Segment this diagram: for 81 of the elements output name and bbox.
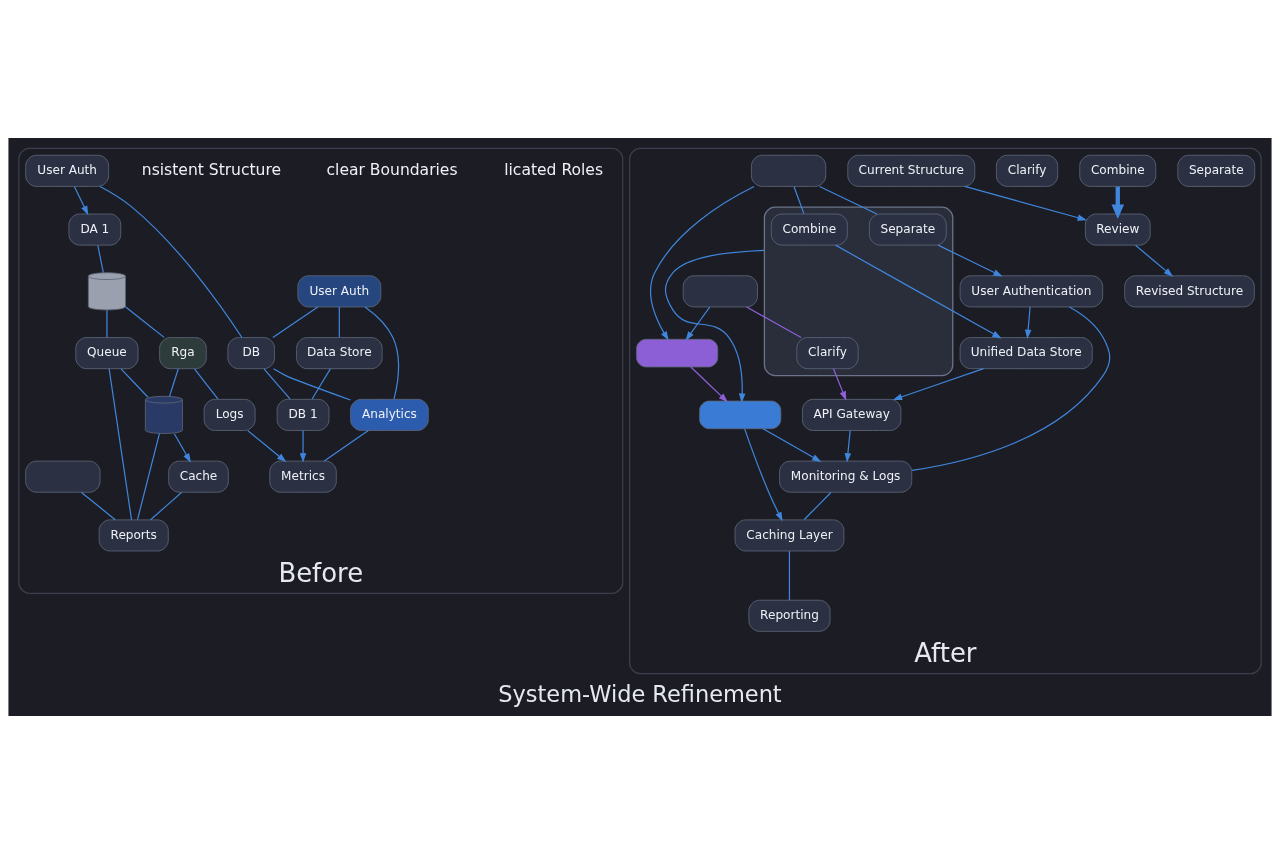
node-box: Separate bbox=[868, 213, 947, 246]
node-box: Current Structure bbox=[847, 154, 976, 187]
node-box: Analytics bbox=[350, 398, 429, 431]
node-box: Logs bbox=[203, 398, 256, 431]
label: licated Roles bbox=[504, 160, 603, 179]
arrow bbox=[650, 185, 755, 341]
arrow bbox=[247, 429, 287, 462]
node-box: Combine bbox=[770, 213, 848, 246]
arrow bbox=[937, 244, 1003, 277]
connector bbox=[272, 367, 352, 401]
label: clear Boundaries bbox=[326, 160, 458, 179]
connector bbox=[819, 185, 878, 215]
connector bbox=[272, 305, 319, 338]
label: nsistent Structure bbox=[141, 160, 282, 179]
caption: System-Wide Refinement bbox=[498, 680, 782, 707]
connector bbox=[311, 367, 331, 400]
arrow bbox=[1111, 186, 1125, 219]
node-box bbox=[682, 274, 758, 307]
connector bbox=[125, 305, 165, 338]
arrow bbox=[173, 432, 191, 463]
node-box: Cache bbox=[168, 460, 229, 493]
node-box: Reporting bbox=[748, 599, 831, 632]
node-box: API Gateway bbox=[802, 398, 902, 431]
connector bbox=[97, 244, 104, 273]
node-box bbox=[25, 460, 101, 493]
arrow bbox=[762, 427, 822, 462]
connector bbox=[364, 305, 400, 400]
connector bbox=[120, 367, 149, 398]
node-box: Monitoring & Logs bbox=[779, 460, 913, 493]
arrow bbox=[832, 367, 847, 401]
node-box: DB 1 bbox=[276, 398, 330, 431]
node-bar bbox=[699, 400, 782, 429]
node-box bbox=[751, 154, 827, 187]
node-box: Reports bbox=[98, 518, 169, 551]
connector bbox=[106, 309, 108, 338]
connector bbox=[338, 305, 340, 338]
node-bar bbox=[636, 338, 719, 367]
arrow bbox=[685, 305, 711, 341]
connector bbox=[80, 491, 116, 520]
connector bbox=[193, 367, 219, 400]
arrow bbox=[892, 367, 985, 400]
connector bbox=[169, 367, 179, 397]
node-box: Rga bbox=[159, 336, 207, 369]
cluster bbox=[763, 205, 954, 376]
node-box: Caching Layer bbox=[734, 518, 845, 551]
arrow bbox=[744, 427, 783, 521]
arrow bbox=[73, 185, 89, 215]
node-box: Combine bbox=[1079, 154, 1157, 187]
connector bbox=[803, 491, 832, 520]
arrow bbox=[964, 185, 1087, 221]
node-box: Revised Structure bbox=[1124, 274, 1255, 307]
connector bbox=[911, 305, 1111, 471]
node-box: Data Store bbox=[296, 336, 383, 369]
node-box: Review bbox=[1084, 213, 1151, 246]
connector bbox=[263, 367, 291, 400]
node-box: Clarify bbox=[796, 336, 859, 369]
arrow bbox=[299, 429, 307, 463]
node-box: Clarify bbox=[995, 154, 1059, 187]
arrow bbox=[1134, 244, 1174, 277]
connector bbox=[136, 432, 161, 520]
node-box: Metrics bbox=[269, 460, 337, 493]
node-box: User Authentication bbox=[959, 274, 1104, 307]
node-box: DA 1 bbox=[68, 213, 122, 246]
connector bbox=[793, 185, 805, 214]
connector bbox=[323, 429, 369, 462]
connector bbox=[788, 549, 791, 601]
node-box: User Auth bbox=[297, 274, 382, 307]
arrow bbox=[1024, 305, 1032, 339]
node-box: Unified Data Store bbox=[959, 336, 1093, 369]
node-box: Separate bbox=[1177, 154, 1256, 187]
connector bbox=[745, 305, 802, 338]
node-box: User Auth bbox=[25, 154, 110, 187]
arrow bbox=[664, 249, 765, 403]
connector bbox=[108, 367, 133, 520]
connector bbox=[99, 185, 243, 338]
node-box: Queue bbox=[75, 336, 139, 369]
arrow bbox=[844, 429, 852, 463]
arrow bbox=[690, 365, 728, 402]
connector bbox=[150, 491, 183, 520]
arrow bbox=[834, 244, 1002, 338]
node-box: DB bbox=[227, 336, 275, 369]
